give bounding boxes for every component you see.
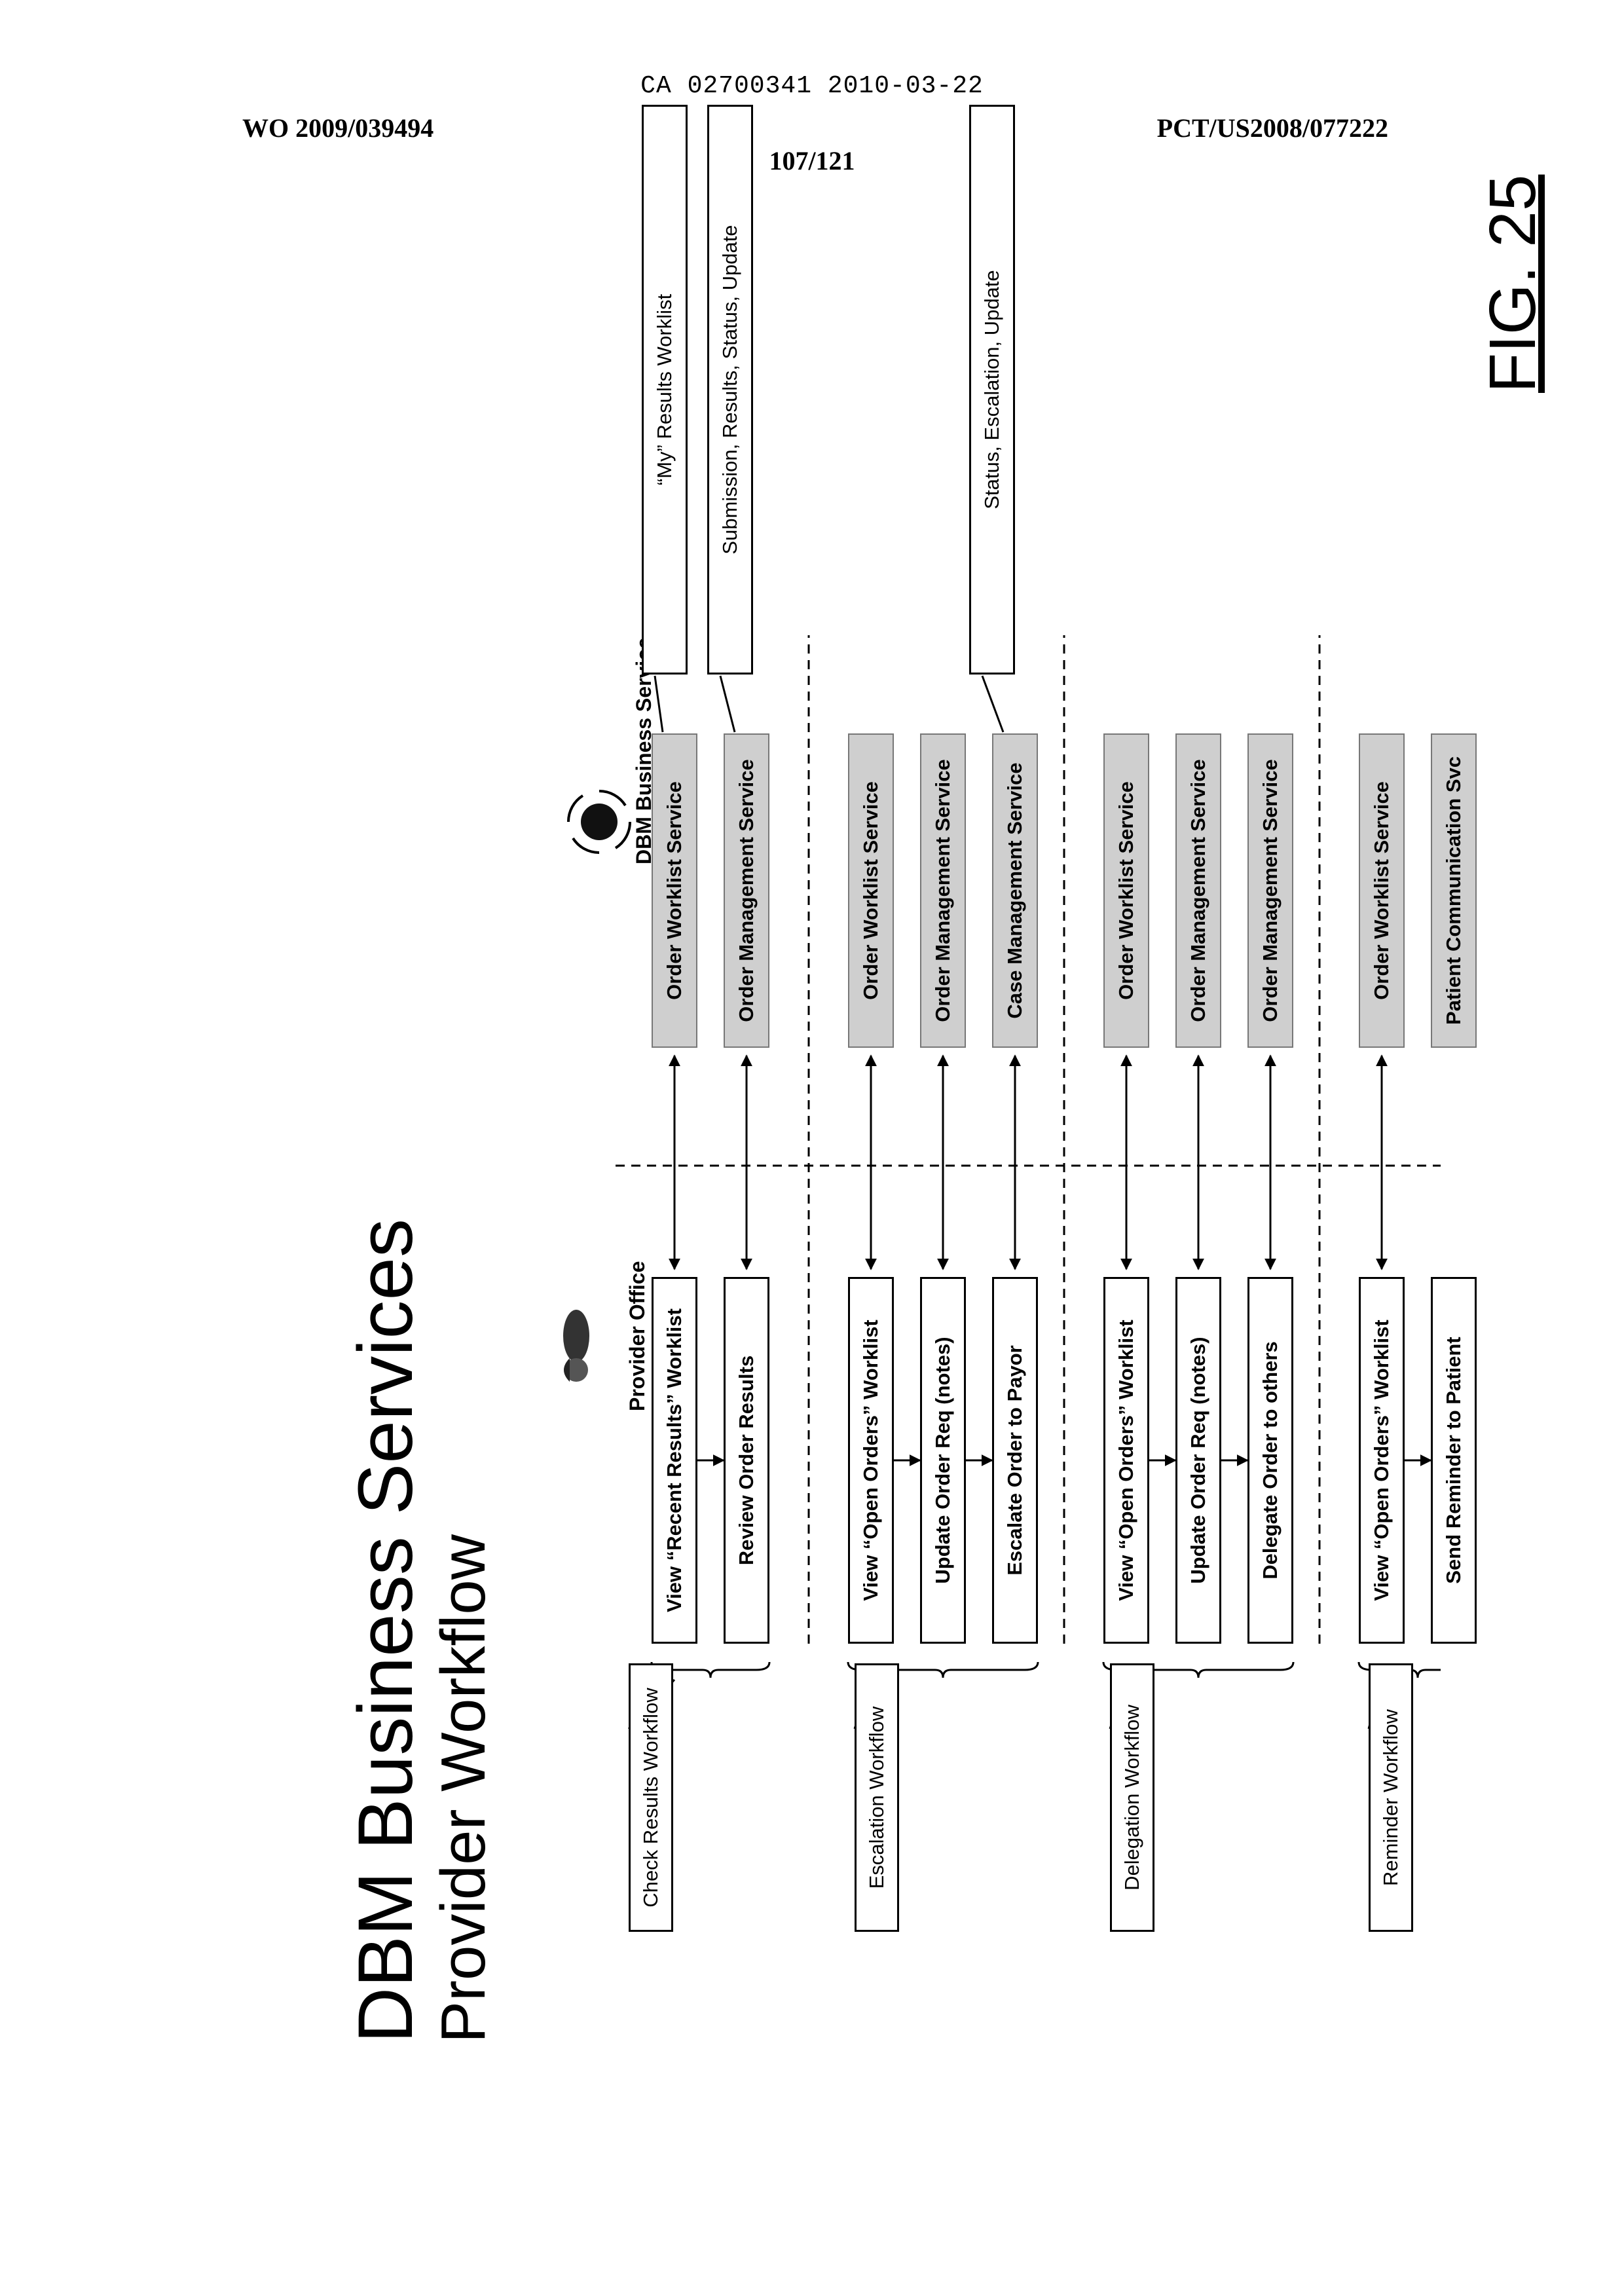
workflow-step: Send Reminder to Patient [1431, 1277, 1477, 1644]
service-box: Order Management Service [1175, 733, 1221, 1048]
workflow-step: View “Open Orders” Worklist [1103, 1277, 1149, 1644]
callout-leader-line [982, 676, 1003, 732]
workflow-label: Delegation Workflow [1110, 1663, 1154, 1932]
callout-box: Submission, Results, Status, Update [707, 105, 753, 675]
sheet-number: 107/121 [0, 145, 1624, 176]
service-box: Order Worklist Service [1359, 733, 1405, 1048]
service-box: Case Management Service [992, 733, 1038, 1048]
diagram-title: DBM Business Services [347, 1219, 424, 2043]
workflow-label: Check Results Workflow [629, 1663, 673, 1932]
document-id: CA 02700341 2010-03-22 [0, 72, 1624, 100]
workflow-step: Review Order Results [724, 1277, 769, 1644]
workflow-step: Update Order Req (notes) [1175, 1277, 1221, 1644]
callout-box: Status, Escalation, Update [969, 105, 1015, 675]
service-box: Order Management Service [724, 733, 769, 1048]
publication-number: WO 2009/039494 [242, 113, 434, 143]
service-box: Order Management Service [920, 733, 966, 1048]
callout-leader-line [720, 676, 735, 732]
provider-person-icon [544, 1303, 609, 1388]
globe-arrows-icon [563, 786, 635, 858]
workflow-diagram: DBM Business Services Provider Workflow … [196, 229, 1441, 2096]
workflow-step: Update Order Req (notes) [920, 1277, 966, 1644]
workflow-label: Reminder Workflow [1369, 1663, 1413, 1932]
service-box: Order Worklist Service [848, 733, 894, 1048]
service-box: Order Worklist Service [1103, 733, 1149, 1048]
service-box: Order Worklist Service [652, 733, 697, 1048]
workflow-step: View “Recent Results” Worklist [652, 1277, 697, 1644]
workflow-step: View “Open Orders” Worklist [1359, 1277, 1405, 1644]
application-number: PCT/US2008/077222 [1157, 113, 1388, 143]
workflow-step: Escalate Order to Payor [992, 1277, 1038, 1644]
figure-label: FIG. 25 [1480, 175, 1545, 393]
diagram-subtitle: Provider Workflow [432, 1534, 495, 2043]
callout-box: “My” Results Worklist [642, 105, 688, 675]
workflow-step: View “Open Orders” Worklist [848, 1277, 894, 1644]
workflow-label: Escalation Workflow [855, 1663, 899, 1932]
service-box: Patient Communication Svc [1431, 733, 1477, 1048]
provider-office-caption: Provider Office [625, 1261, 650, 1411]
service-box: Order Management Service [1247, 733, 1293, 1048]
workflow-step: Delegate Order to others [1247, 1277, 1293, 1644]
